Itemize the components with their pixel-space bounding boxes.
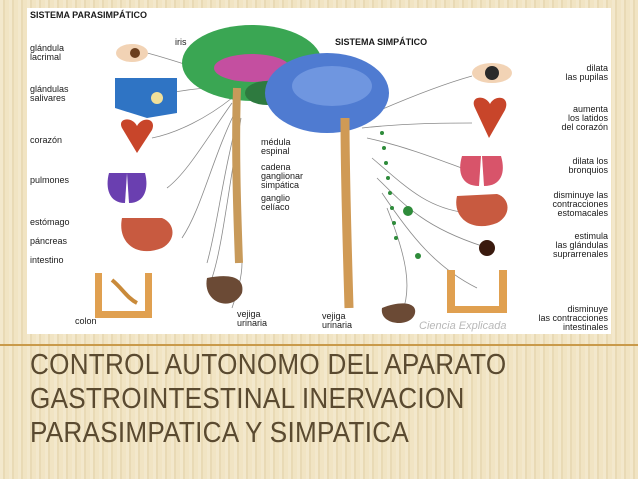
sympathetic-heading: SISTEMA SIMPÁTICO [335,37,428,47]
label-intestine: intestino [30,255,64,265]
adrenal-right [479,240,495,256]
lungs-left [107,173,127,203]
divider-line [0,344,638,346]
label-adrenal: estimula las glándulas suprarrenales [552,231,608,259]
bladder-left [206,276,243,304]
colon-left [95,273,152,318]
title-line-1: CONTROL AUTONOMO DEL APARATO [30,349,507,381]
label-lungs: pulmones [30,175,70,185]
stomach-left [121,218,173,252]
title-line-2: GASTROINTESTINAL INERVACION [30,383,465,415]
label-pupils: dilata las pupilas [565,63,608,82]
label-heart: corazón [30,135,63,145]
parasympathetic-heading: SISTEMA PARASIMPÁTICO [30,10,148,20]
label-salivary: glándulas salivares [30,84,69,103]
label-iris: iris [175,37,187,47]
heart-right [473,97,507,138]
label-spinal-cord: médula espinal [261,137,291,156]
nervous-system-illustration: SISTEMA PARASIMPÁTICO SISTEMA SIMPÁTICO … [27,8,611,334]
label-bladder-left: vejiga urinaria [237,309,268,328]
label-stomach-effect: disminuye las contracciones estomacales [552,190,608,218]
colon-right [447,270,507,313]
lungs-right [460,156,481,186]
bladder-right [381,303,416,324]
label-pancreas: páncreas [30,236,68,246]
label-bladder-right: vejiga urinaria [322,311,353,330]
watermark: Ciencia Explicada [419,320,507,332]
label-bronchi: dilata los bronquios [568,156,608,175]
label-lacrimal: glándula lacrimal [30,43,65,62]
ganglion-chain [380,131,421,259]
label-intestine-effect: disminuye las contracciones intestinales [538,304,608,332]
heart-left [120,119,154,153]
head-silhouette [115,78,177,118]
right-brain [265,53,389,309]
label-colon: colon [75,316,97,326]
diagram-artwork [95,25,512,324]
stomach-right [456,194,508,227]
label-ganglion-chain: cadena ganglionar simpática [261,162,304,190]
label-heartbeat: aumenta los latidos del corazón [561,104,608,132]
slide-title: CONTROL AUTONOMO DEL APARATO GASTROINTES… [30,348,570,450]
label-stomach: estómago [30,217,70,227]
title-line-3: PARASIMPATICA Y SIMPATICA [30,417,410,449]
label-celiac: ganglio celíaco [261,193,291,212]
